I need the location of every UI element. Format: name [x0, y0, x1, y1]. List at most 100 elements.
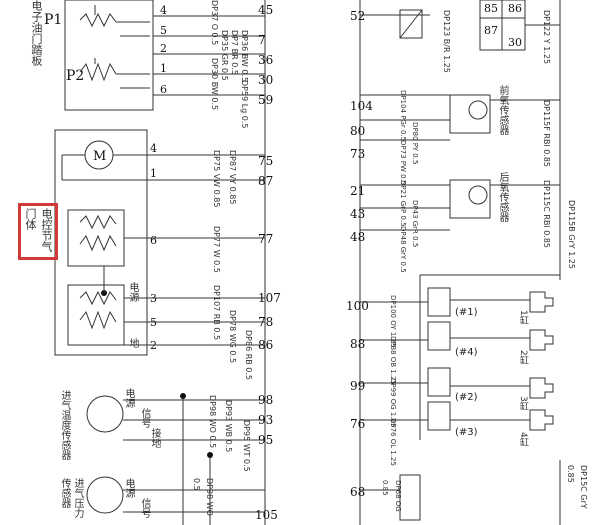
svg-text:85: 85: [484, 2, 498, 15]
svg-text:59: 59: [258, 93, 273, 107]
injector-3: [360, 367, 554, 399]
svg-text:73: 73: [350, 147, 365, 161]
svg-text:87: 87: [484, 24, 498, 37]
front-o2-wire-0: DP104 PGr 0.5: [399, 90, 407, 142]
svg-text:M: M: [93, 149, 106, 164]
injector-1: [360, 287, 554, 317]
svg-text:1: 1: [150, 167, 157, 180]
svg-text:76: 76: [350, 417, 365, 431]
svg-text:68: 68: [350, 485, 365, 499]
svg-text:5: 5: [160, 24, 167, 37]
intake-temp-label: 进气温度传感器: [59, 390, 70, 460]
svg-text:4: 4: [150, 142, 157, 155]
highlight-box: 电控节气门体: [18, 203, 58, 260]
cylinder-1-label: 1缸: [518, 310, 528, 325]
rear-o2-out-label: DP115C RBl 0.85: [542, 180, 551, 249]
svg-text:104: 104: [350, 99, 373, 113]
wire-group4-1: DP93 WB 0.5: [224, 400, 233, 453]
wire-group2-1: DP87 VY 0.85: [228, 150, 237, 205]
svg-text:6: 6: [150, 234, 157, 247]
svg-text:(#4): (#4): [455, 347, 478, 358]
rear-o2-sensor: [449, 179, 491, 219]
svg-text:30: 30: [258, 73, 273, 87]
svg-text:77: 77: [258, 232, 273, 246]
wire-group4-0: DP98 WO 0.5: [208, 395, 217, 449]
svg-text:86: 86: [508, 2, 522, 15]
svg-text:(#3): (#3): [455, 427, 478, 438]
svg-text:(#2): (#2): [455, 392, 478, 403]
svg-text:43: 43: [350, 207, 365, 221]
svg-text:48: 48: [350, 230, 365, 244]
svg-text:4: 4: [160, 4, 167, 17]
svg-text:88: 88: [350, 337, 365, 351]
svg-text:87: 87: [258, 174, 273, 188]
wire-group1-5: DP59 Lg 0.5: [240, 80, 249, 129]
pot-ground-label: 地: [127, 338, 138, 348]
wire-group4-2: DP95 WT 0.5: [242, 420, 251, 472]
pot-power-label: 电源: [127, 282, 138, 302]
intake-temp-terminal-3: 接地: [149, 428, 160, 448]
svg-text:45: 45: [258, 3, 273, 17]
top-wire-label: DP123 B/R 1.25: [442, 10, 451, 73]
svg-text:98: 98: [258, 393, 273, 407]
wire-group1-0: DP37 O 0.5: [210, 0, 219, 46]
wire-group4-3: DP98 WO 0.5: [192, 478, 214, 516]
injector-wire-1: DP88 OB 1.25: [389, 336, 397, 385]
intake-temp-terminal-2: 信号: [139, 408, 150, 428]
wire-group1-2: DP7 BR 0.5: [230, 30, 239, 75]
throttle-pot-1-box: [67, 209, 125, 267]
wire-group1-4: DP30 BW 0.5: [210, 58, 219, 111]
svg-text:99: 99: [350, 379, 365, 393]
p1-label: P1: [44, 12, 62, 28]
front-o2-label: 前氧传感器: [497, 85, 508, 135]
wire-group3-1: DP78 WG 0.5: [228, 310, 237, 364]
intake-pressure-terminal-1: 电源: [123, 478, 134, 498]
svg-text:107: 107: [258, 291, 281, 305]
wire-group3-0: DP107 RB 0.5: [212, 285, 221, 341]
svg-text:7: 7: [258, 33, 266, 47]
svg-text:86: 86: [258, 338, 273, 352]
bottom-wire-label: DP68 OG 0.85: [381, 480, 402, 512]
svg-text:2: 2: [160, 42, 167, 55]
cylinder-4-label: 4缸: [518, 432, 528, 447]
svg-text:6: 6: [160, 83, 167, 96]
pedal-sensor-label: 电子油门踏板: [30, 0, 43, 66]
cylinder-3-label: 3缸: [518, 396, 528, 411]
front-o2-wire-1: DP80 PY 0.5: [411, 122, 419, 165]
svg-text:93: 93: [258, 413, 273, 427]
injector-4: [360, 401, 554, 431]
rear-o2-label: 后氧传感器: [497, 172, 508, 222]
wire-group2-0: DP75 VW 0.85: [212, 150, 221, 208]
intake-pressure-terminal-2: 信号: [139, 498, 150, 518]
bottom-right-wire-label: DP15C GrY 0.85: [566, 465, 588, 509]
svg-text:95: 95: [258, 433, 273, 447]
pedal-sensor-box: [64, 0, 154, 111]
rear-o2-wire-0: DP21 GrP 0.5: [399, 180, 407, 227]
svg-text:36: 36: [258, 53, 273, 67]
intake-pressure-label: 进气压力传感器: [59, 478, 83, 518]
svg-text:30: 30: [508, 36, 522, 49]
rear-o2-out2-label: DP115B GrY 1.25: [567, 200, 576, 270]
injector-wire-2: DP99 OG 1.25: [389, 378, 397, 428]
pedal-pin-numbers: 4 5 2 1 6: [160, 4, 167, 96]
cylinder-2-label: 2缸: [518, 350, 528, 365]
wire-group1-3: DP36 BW 0.5: [240, 30, 249, 83]
left-connector-pins: 45 7 36 30 59 75 87 77 107 78 86 98 93 9…: [255, 3, 281, 522]
svg-text:21: 21: [350, 184, 365, 198]
pedal-p2-resistor: [79, 62, 117, 82]
intake-temp-terminal-1: 电源: [123, 388, 134, 408]
throttle-pot-2-box: [67, 284, 125, 346]
svg-text:105: 105: [255, 508, 278, 522]
front-o2-sensor: [449, 94, 491, 134]
rear-o2-wire-2: DP48 GrY 0.5: [399, 226, 407, 273]
wire-group3-2: DP86 RB 0.5: [244, 330, 253, 381]
svg-text:80: 80: [350, 124, 365, 138]
p2-label: P2: [66, 68, 84, 84]
injector-2: [360, 321, 554, 351]
svg-text:52: 52: [350, 9, 365, 23]
svg-text:78: 78: [258, 315, 273, 329]
svg-text:75: 75: [258, 154, 273, 168]
injector-wire-3: DP76 OL 1.25: [389, 418, 397, 466]
top-wire2-label: DP122 Y 1.25: [542, 10, 551, 65]
